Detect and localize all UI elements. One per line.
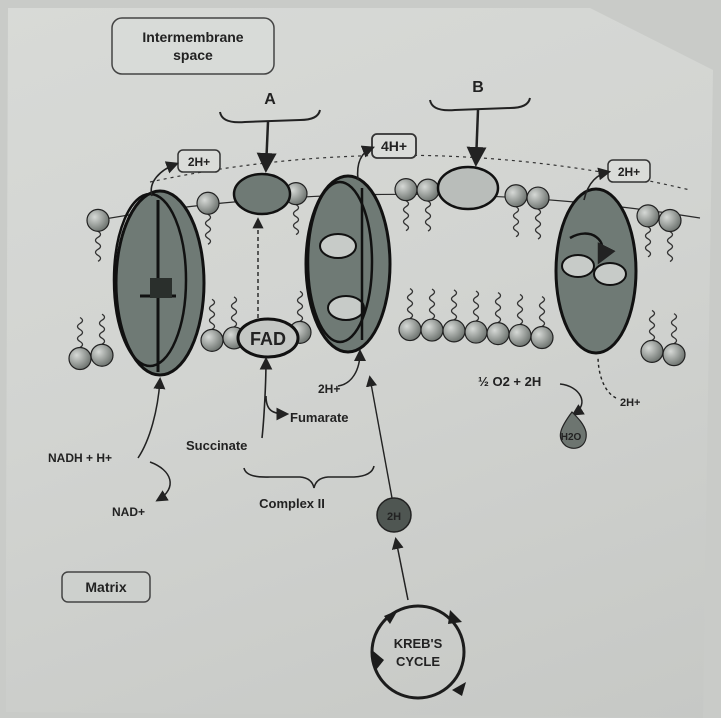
lipid-head: [659, 210, 681, 232]
proton-4h-label: 4H+: [381, 138, 407, 154]
krebs-label-line1: KREB'S: [394, 636, 443, 651]
matrix-box: Matrix: [62, 572, 150, 602]
lipid-tail: [294, 205, 299, 235]
lipid-tail: [96, 231, 101, 261]
lipid-head: [663, 344, 685, 366]
lipid-tail: [78, 317, 83, 347]
lipid-head: [201, 329, 223, 351]
pump-arrow-complex-iii: [358, 148, 372, 180]
lipid-tail: [206, 214, 211, 244]
proton-2h-left-label: 2H+: [188, 155, 210, 169]
lipid-head: [531, 327, 553, 349]
krebs-cycle: KREB'S CYCLE: [372, 606, 466, 698]
complex-ii-brace: [244, 466, 374, 488]
nadh-to-nad-arrow: [150, 462, 170, 500]
lipid-head: [197, 192, 219, 214]
bracket-b: [430, 98, 530, 110]
lipid-head: [527, 187, 549, 209]
matrix-2h-arrow: [338, 352, 360, 386]
label-a: A: [264, 91, 276, 108]
carrier-b: [438, 167, 498, 209]
lipid-tail: [426, 201, 431, 231]
krebs-to-2h-arrow: [396, 540, 408, 600]
right-2h-arrow: [598, 356, 616, 398]
proton-box-left: 2H+: [178, 150, 220, 172]
lipid-tail: [672, 314, 677, 344]
lipid-tail: [404, 201, 409, 231]
proton-box-middle: 4H+: [372, 134, 416, 158]
lipid-head: [395, 179, 417, 201]
lipid-tail: [650, 310, 655, 340]
circle-2h-label: 2H: [387, 511, 401, 523]
lipid-head: [505, 185, 527, 207]
lipid-head: [91, 344, 113, 366]
arrow-a-down: [266, 122, 268, 168]
lipid-tail: [100, 314, 105, 344]
nad-label: NAD+: [112, 505, 145, 519]
lipid-tail: [232, 297, 237, 327]
lipid-head: [443, 320, 465, 342]
lipid-tail: [430, 289, 435, 319]
water-drop: H2O: [560, 412, 586, 448]
lipid-tail: [474, 291, 479, 321]
nadh-to-complex-i-arrow: [138, 380, 160, 458]
carrier-a: [234, 174, 290, 214]
lipid-tail: [210, 299, 215, 329]
lipid-tail: [646, 227, 651, 257]
succinate-label: Succinate: [186, 438, 247, 453]
lipid-head: [87, 209, 109, 231]
lipid-head: [641, 340, 663, 362]
oxygen-equation-label: ½ O2 + 2H: [478, 374, 541, 389]
arrow-b-down: [476, 110, 478, 162]
lipid-tail: [536, 209, 541, 239]
water-label: H2O: [561, 432, 582, 443]
lipid-tail: [408, 289, 413, 319]
lipid-tail: [668, 232, 673, 262]
proton-2h-right-label: 2H+: [618, 165, 640, 179]
lipid-tail: [452, 290, 457, 320]
2h-to-complex-arrow: [370, 378, 392, 498]
complex-i: [114, 191, 204, 375]
nadh-label: NADH + H+: [48, 451, 112, 465]
complex-ii-label: Complex II: [259, 496, 325, 511]
krebs-label-line2: CYCLE: [396, 654, 440, 669]
complex-iv: [556, 189, 636, 353]
lipid-head: [421, 319, 443, 341]
lipid-head: [487, 323, 509, 345]
lipid-tail: [518, 294, 523, 324]
lipid-tail: [298, 291, 303, 321]
lipid-tail: [540, 297, 545, 327]
lipid-head: [399, 319, 421, 341]
proton-box-right: 2H+: [608, 160, 650, 182]
fumarate-label: Fumarate: [290, 410, 349, 425]
label-b: B: [472, 79, 484, 96]
lipid-head: [417, 179, 439, 201]
two-h-carrier: 2H: [377, 498, 411, 532]
lipid-head: [69, 347, 91, 369]
complex-iii: [306, 176, 390, 352]
lipid-tail: [496, 293, 501, 323]
lipid-tail: [514, 207, 519, 237]
matrix-label: Matrix: [85, 579, 126, 595]
to-fumarate-arrow: [266, 396, 286, 414]
lipid-head: [637, 205, 659, 227]
intermembrane-label-line2: space: [173, 47, 213, 63]
lipid-head: [465, 321, 487, 343]
matrix-2h-label: 2H+: [318, 382, 340, 396]
bracket-a: [220, 110, 320, 122]
intermembrane-box: Intermembrane space: [112, 18, 274, 74]
intermembrane-label-line1: Intermembrane: [142, 29, 243, 45]
lipid-head: [509, 324, 531, 346]
right-2h-label: 2H+: [620, 397, 641, 409]
oxygen-to-water-arrow: [560, 384, 582, 414]
fad-label: FAD: [250, 329, 286, 349]
